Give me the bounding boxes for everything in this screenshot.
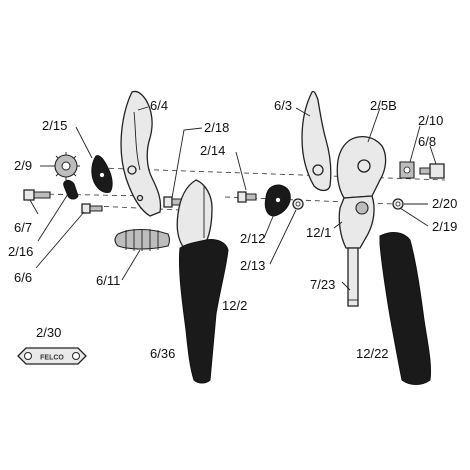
label-2-16: 2/16 (8, 244, 33, 259)
label-2-30: 2/30 (36, 325, 61, 340)
head-pivot-hole (357, 159, 371, 173)
leader-2-15 (75, 126, 93, 159)
wrench-brand-text: FELCO (40, 355, 64, 362)
leader-2-19 (399, 207, 429, 227)
leader-7-23 (341, 281, 351, 291)
label-6-7: 6/7 (14, 220, 32, 235)
leader-2-13 (269, 209, 297, 265)
leader-6-8 (429, 145, 437, 165)
adjusting-wrench-part (17, 347, 87, 365)
main-pivot-axis (99, 167, 446, 181)
label-2-10: 2/10 (418, 113, 443, 128)
lock-nut-bore (403, 166, 411, 174)
leader-6-7 (29, 199, 39, 215)
label-12-2: 12/2 (222, 298, 247, 313)
leader-12-1 (333, 221, 343, 229)
end-bolt-head-part (429, 163, 445, 179)
cam-hole (99, 172, 105, 178)
pivot-bolt-shank (245, 193, 257, 201)
shaft-pin-part (347, 247, 359, 307)
cutting-blade-part (301, 90, 332, 192)
wrench-hole-left (24, 352, 32, 360)
leader-2-12 (263, 213, 275, 239)
right-handle-grip-part (379, 232, 431, 385)
leader-6-3 (295, 107, 311, 117)
right-frame-part (338, 195, 375, 249)
adjust-cam-hole (275, 197, 281, 203)
label-2-20: 2/20 (432, 196, 457, 211)
gear-bore (61, 161, 71, 171)
leader-lines (29, 106, 437, 291)
label-12-22: 12/22 (356, 346, 389, 361)
cutting-blade-hole (312, 164, 324, 176)
label-6-8: 6/8 (418, 134, 436, 149)
label-2-15: 2/15 (42, 118, 67, 133)
upper-blade-part (120, 90, 162, 217)
leader-6-11 (121, 249, 141, 281)
wrench-hole-right (72, 352, 80, 360)
leader-2-18 (171, 127, 203, 199)
label-6-6: 6/6 (14, 270, 32, 285)
screw-head-part (81, 203, 91, 214)
label-6-3: 6/3 (274, 98, 292, 113)
lower-handle-frame (176, 179, 213, 249)
lock-lever-part (63, 179, 79, 200)
leader-6-6 (35, 211, 85, 269)
leader-2-5b (367, 107, 381, 143)
frame-screw-part (355, 201, 369, 215)
label-2-19: 2/19 (432, 219, 457, 234)
label-12-1: 12/1 (306, 225, 331, 240)
label-2-18: 2/18 (204, 120, 229, 135)
leader-2-10 (409, 125, 421, 163)
label-2-5b: 2/5B (370, 98, 397, 113)
spring-coils (125, 229, 159, 251)
right-washer-bore (395, 201, 401, 207)
label-7-23: 7/23 (310, 277, 335, 292)
lower-handle-grip-part (178, 239, 229, 384)
leader-2-14 (235, 151, 247, 191)
pivot-bolt-part (237, 191, 247, 203)
screw-shank-part (89, 205, 103, 212)
blade-ridge-line (133, 111, 141, 171)
blade-small-hole (136, 194, 144, 202)
label-6-4: 6/4 (150, 98, 168, 113)
bolt-shank-part (33, 191, 51, 199)
label-2-9: 2/9 (14, 158, 32, 173)
label-6-36: 6/36 (150, 346, 175, 361)
label-2-14: 2/14 (200, 143, 225, 158)
bolt-axis-left (39, 193, 151, 197)
label-2-13: 2/13 (240, 258, 265, 273)
bolt-head-part (23, 189, 35, 201)
washer-bore (295, 201, 301, 207)
part-labels: 6/4 2/15 2/18 2/14 2/9 6/7 2/16 6/6 6/11… (8, 98, 457, 361)
center-bolt-part (163, 196, 173, 208)
label-6-11: 6/11 (96, 273, 120, 288)
label-2-12: 2/12 (240, 231, 265, 246)
leader-2-16 (37, 193, 69, 242)
blade-pivot-hole (127, 165, 137, 175)
end-bolt-shank (419, 167, 431, 175)
leader-6-4 (137, 106, 149, 111)
